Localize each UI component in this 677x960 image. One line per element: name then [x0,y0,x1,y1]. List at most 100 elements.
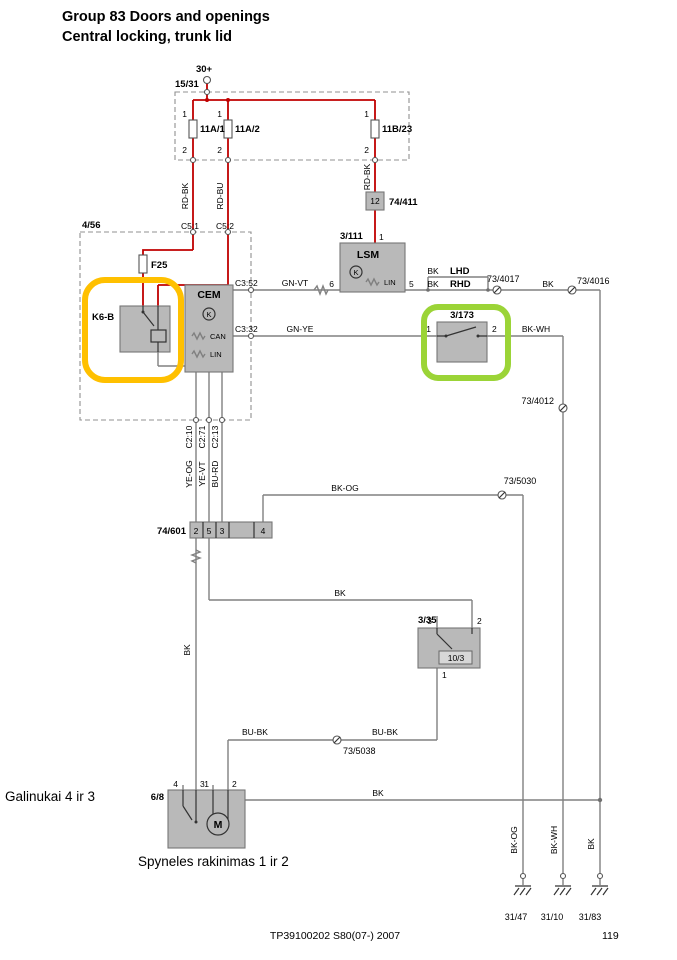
relay-k6b-box [119,305,171,353]
connector-74-411: 12 74/411 [365,191,418,211]
relay-contact-icon [436,628,473,650]
wire-label-bk-og: BK-OG [331,483,358,493]
connector-strip [189,521,273,539]
highlight-yellow-ring [82,277,184,383]
wire-label-bk: BK [427,266,439,276]
fuse3-pin-bottom: 2 [364,145,369,155]
switch-pin-1: 1 [426,324,431,334]
title-line1: Group 83 Doors and openings [62,9,270,25]
junction-dot [597,797,603,803]
key-symbol-letter: K [206,310,211,319]
fuse-f25-label: F25 [151,260,168,271]
page-number: 119 [602,930,619,942]
wire-label-bk: BK [182,644,192,656]
fuse-box-id: 15/31 [175,79,199,90]
lsm-pin-6: 6 [329,279,334,289]
conn-c3-52-label: C3:52 [235,278,258,288]
cem-unit-outline [79,231,252,421]
connector-strip-dividers [202,522,255,538]
fuse1-pin-bottom: 2 [182,145,187,155]
fuse2-label: 11A/2 [235,124,260,135]
cem-unit-id: 4/56 [82,220,101,231]
motor-pin-1: 1 [204,779,209,789]
motor-id-label: 6/8 [151,792,164,803]
highlight-green-ring [421,304,511,381]
switch-box [436,321,488,363]
motor-box [167,789,246,849]
squiggle-icon [313,284,329,296]
connector-73-4016-label: 73/4016 [577,276,610,286]
strip-pin-5: 5 [207,526,212,536]
page-title: Group 83 Doors and openings Central lock… [62,9,270,45]
lower-wire-labels: BK BK BU-BK BU-BK 73/5038 BK BK-OG BK-WH… [182,588,596,854]
fuse3-pin-top: 1 [364,109,369,119]
conn-c2-13-label: C2:13 [210,425,220,448]
relay-pin-2: 2 [477,616,482,626]
squiggle-icon [191,349,206,359]
wire-label-bk-wh: BK-WH [522,324,550,334]
wire-label-bk: BK [372,788,384,798]
terminal-circle-icon [202,75,212,85]
switch-terminal-dot [194,820,198,824]
fuse1-label: 11A/1 [200,124,226,135]
border-circles [189,88,604,880]
motor-pin-2: 2 [232,779,237,789]
switch-pin-2: 2 [492,324,497,334]
switch-terminal-dot [476,334,480,338]
connector-73-5038-label: 73/5038 [343,746,376,756]
connector-73-4012-label: 73/4012 [521,396,554,406]
switch-pivot-dot [444,334,448,338]
relay-pin-1: 1 [442,670,447,680]
strip-pin-4: 4 [261,526,266,536]
relay-contact-icon [142,306,159,352]
cem-lin-label: LIN [210,350,222,359]
wire-label-bu-rd: BU-RD [210,461,220,488]
motor-pin-3: 3 [200,779,205,789]
key-symbol-icon [349,265,363,279]
junction-dot [226,98,230,102]
conn-c5-2-label: C5:2 [216,221,234,231]
wire-label-bu-bk: BU-BK [242,727,268,737]
connector-pin-12: 12 [370,196,380,206]
doc-reference: TP39100202 S80(07-) 2007 [270,930,400,942]
wire-label-bk-wh: BK-WH [549,826,559,854]
fuse-icon [188,119,198,139]
wire-label-bk-og: BK-OG [509,826,519,853]
terminal-30: 30+ [196,64,213,85]
relay-socket-id: 3/35 [418,615,437,626]
motor-circle-icon [206,812,230,836]
ground-symbols: 31/47 31/10 31/83 [505,885,609,922]
switch-id-label: 3/173 [450,310,474,321]
fuse-icon [223,119,233,139]
red-note: Galinukai 4 ir 3 [5,789,95,804]
wire-labels-top: RD-BK RD-BU RD-BK [180,163,372,209]
motor-switch-icon [182,790,229,822]
wire-label-bk: BK [334,588,346,598]
ground-31-47-label: 31/47 [505,912,528,922]
wire-label-ye-vt: YE-VT [197,461,207,486]
connector-box [365,191,385,211]
lsm-box [339,242,406,293]
fuse1-pin-top: 1 [182,109,187,119]
squiggle-icon [190,549,202,564]
ground-icon [590,885,609,896]
strip-pin-3: 3 [220,526,225,536]
conn-c3-32-label: C3:32 [235,324,258,334]
wire-label-rd-bu: RD-BU [215,183,225,210]
conn-c2-71-label: C2:71 [197,425,207,448]
junction-dot [426,288,430,292]
ground-icon [513,885,532,896]
fuse2-pin-bottom: 2 [217,145,222,155]
relay-module-label: 10/3 [448,653,465,663]
ground-31-10-label: 31/10 [541,912,564,922]
hand-annotations: Galinukai 4 ir 3 Spyneles rakinimas 1 ir… [5,277,511,869]
motor-letter: M [214,819,223,831]
footer: TP39100202 S80(07-) 2007 119 [270,930,619,942]
wire-label-bk: BK [586,838,596,850]
connector-74-601-label: 74/601 [157,526,187,537]
squiggle-icon [365,277,380,287]
lsm-pin-1: 1 [379,232,384,242]
trunk-lock-motor-6-8: 6/8 4 3 1 2 M [151,779,246,849]
relay-coil-icon [150,329,167,343]
